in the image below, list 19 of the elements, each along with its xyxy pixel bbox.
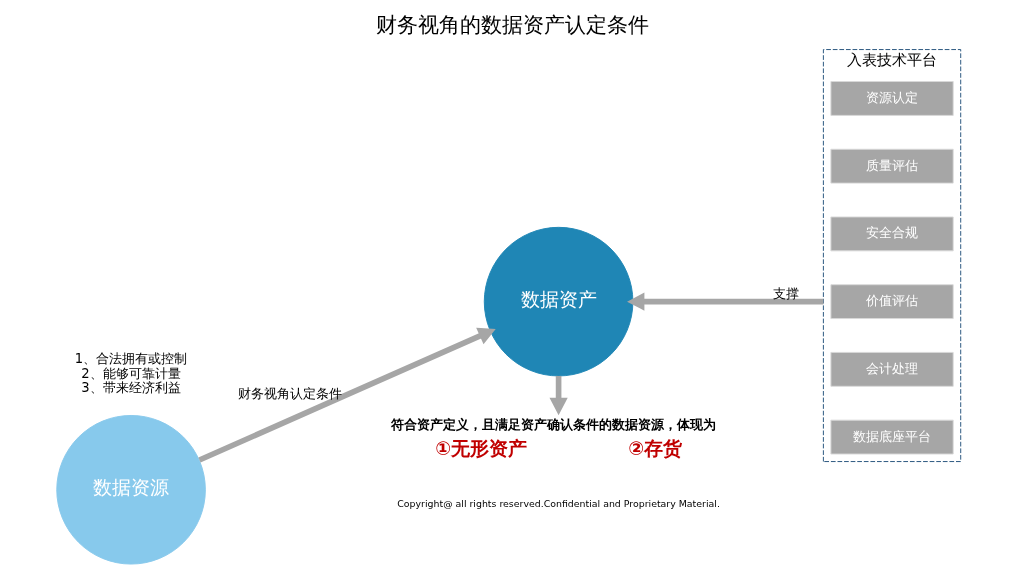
node-circle: 数据资源 (55, 415, 206, 565)
node-box: 质量评估 (829, 148, 954, 184)
arrow (549, 375, 568, 416)
diagram-title: 财务视角的数据资产认定条件 (375, 13, 649, 38)
node-box: 数据底座平台 (829, 419, 954, 455)
node-box: 会计处理 (829, 351, 954, 387)
caption: Copyright@ all rights reserved.Confidential and Proprietary Material. (396, 498, 720, 510)
label: 1、合法拥有或控制 (74, 351, 187, 367)
label: 2、能够可靠计量 (80, 365, 181, 381)
node-box: 资源认定 (829, 81, 954, 116)
edge-label: 支撑 (772, 286, 799, 302)
node-text: 符合资产定义，且满足资产确认条件的数据资源，体现为 ①无形资产 ②存货 (390, 416, 716, 459)
arrow (197, 327, 496, 463)
label: 3、带来经济利益 (80, 379, 181, 395)
node-box: 安全合规 (829, 216, 954, 252)
arrow (626, 292, 823, 311)
node-box: 价值评估 (829, 284, 954, 320)
node-circle: 数据资产 (483, 226, 633, 377)
edge-label: 财务视角认定条件 (238, 385, 343, 401)
